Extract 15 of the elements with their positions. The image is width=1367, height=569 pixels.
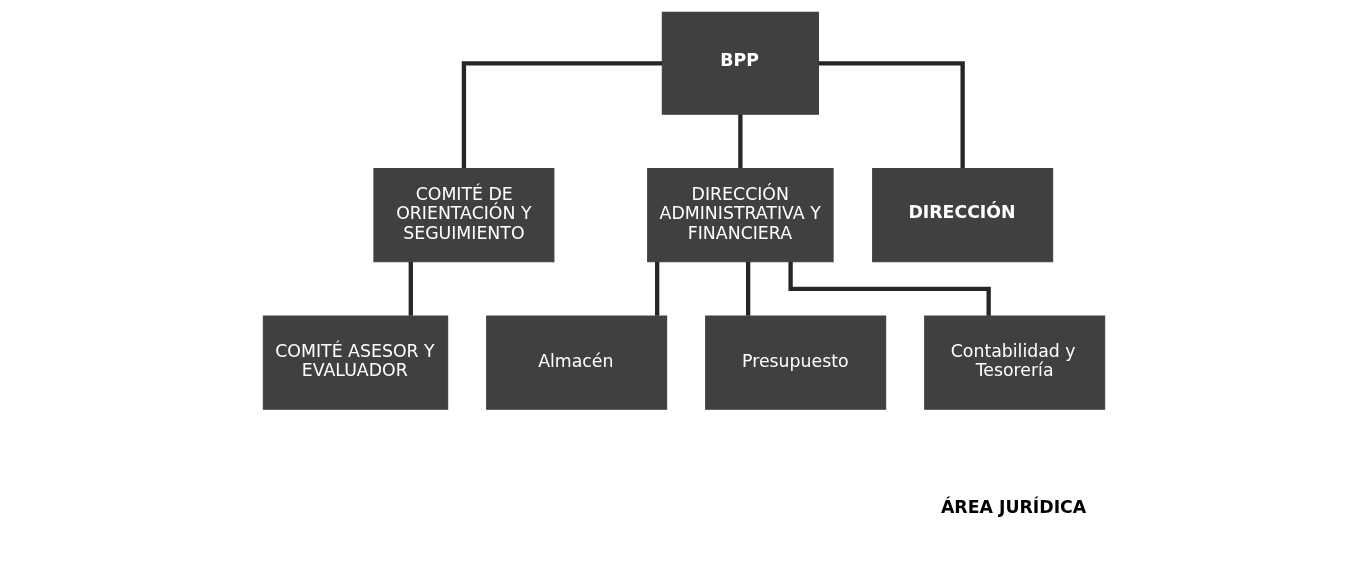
label: ÁREA JURÍDICA <box>940 497 1086 518</box>
connector <box>654 261 659 316</box>
node-box: DIRECCIÓN <box>871 167 1053 263</box>
node-box: DIRECCIÓN ADMINISTRATIVA Y FINANCIERA <box>646 167 834 263</box>
node-box: COMITÉ DE ORIENTACIÓN Y SEGUIMIENTO <box>372 167 554 263</box>
node-box: Almacén <box>485 315 667 410</box>
connector <box>461 61 662 169</box>
node-box: BPP <box>661 11 819 115</box>
connector <box>408 261 413 316</box>
node-box: Presupuesto <box>704 315 886 410</box>
node-box: Contabilidad y Tesorería <box>923 315 1105 410</box>
node-box: COMITÉ ASESOR Y EVALUADOR <box>262 315 448 410</box>
connector <box>818 61 965 169</box>
connector <box>745 261 750 316</box>
connector <box>737 114 743 169</box>
